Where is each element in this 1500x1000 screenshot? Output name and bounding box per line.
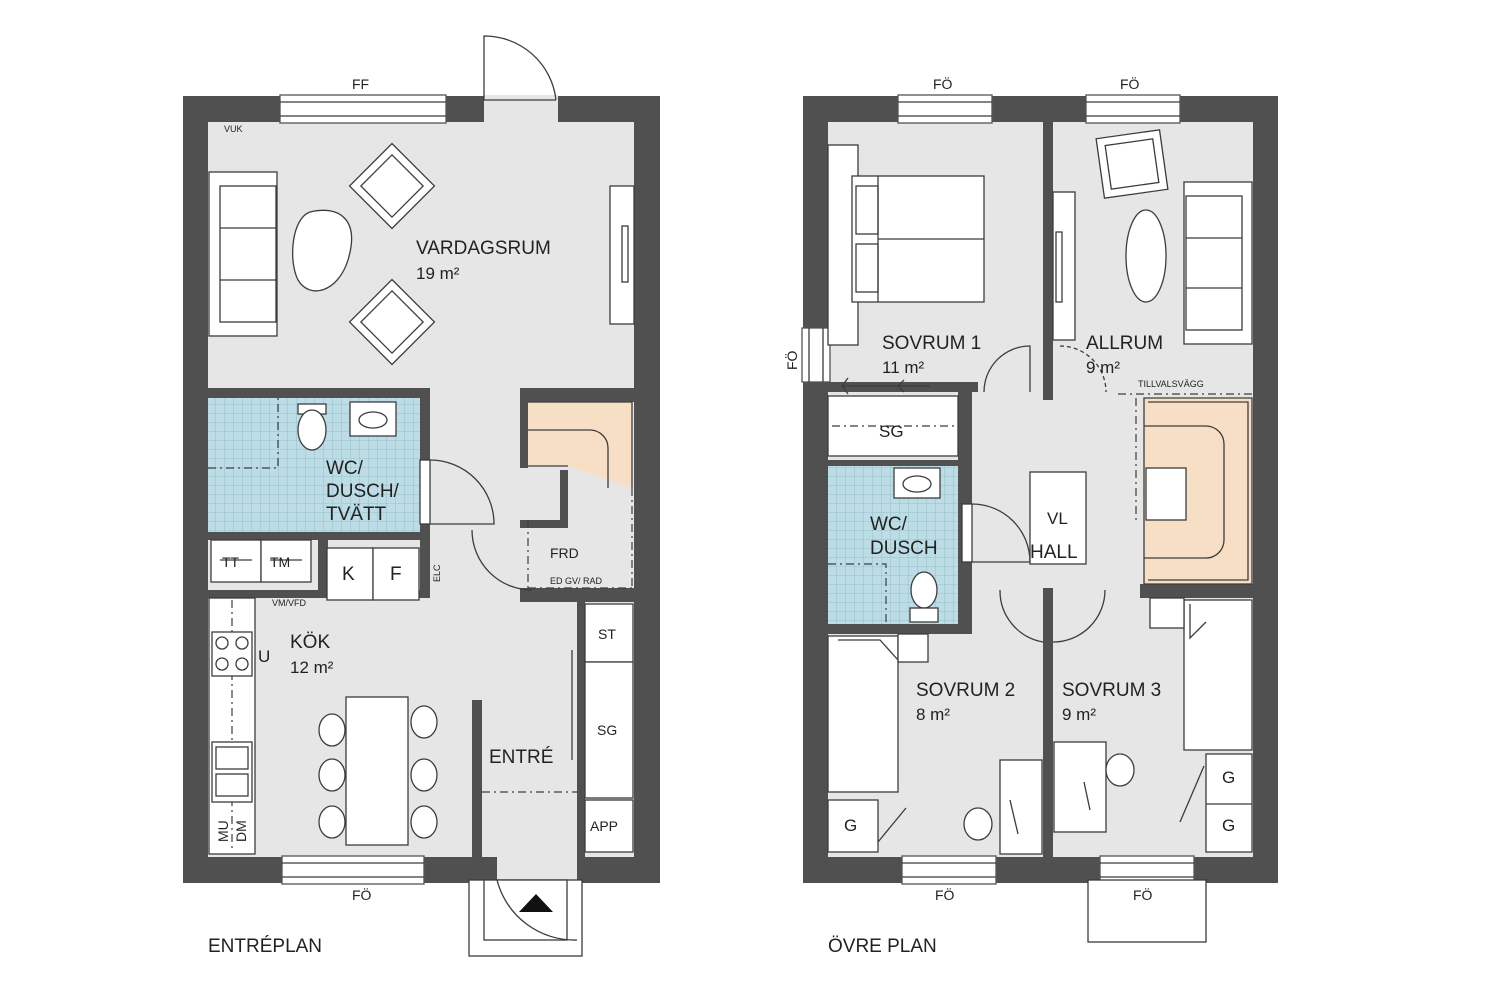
vm-vfd-label: VM/VFD bbox=[272, 598, 307, 608]
frd-label: FRD bbox=[550, 545, 579, 561]
window-label-fo-top-right: FÖ bbox=[1120, 75, 1140, 92]
room-sovrum3: SOVRUM 3 bbox=[1062, 680, 1161, 701]
window-label-fo-bottom-left: FÖ bbox=[935, 886, 955, 903]
label-f: F bbox=[390, 564, 402, 585]
window-label-fo-side: FÖ bbox=[783, 350, 800, 370]
room-wc-line1: WC/ bbox=[326, 458, 364, 479]
room-wc-upper-line2: DUSCH bbox=[870, 538, 938, 559]
desk-icon bbox=[999, 759, 1043, 855]
armchair-upper bbox=[1095, 129, 1169, 199]
area-kok: 12 m² bbox=[290, 658, 334, 677]
elc-label: ELC bbox=[432, 564, 442, 582]
balcony-icon bbox=[1087, 879, 1207, 943]
coffee-table-icon bbox=[292, 209, 353, 292]
entrance-opening bbox=[497, 856, 577, 884]
dining-table-icon bbox=[345, 696, 409, 846]
coffee-table-upper bbox=[1125, 209, 1167, 303]
chairs bbox=[318, 705, 438, 839]
room-wc-line2: DUSCH/ bbox=[326, 481, 400, 502]
vl-box bbox=[1029, 471, 1087, 565]
window-label-fo-top-left: FÖ bbox=[933, 75, 953, 92]
wall-living-bath bbox=[208, 388, 428, 398]
area-sovrum2: 8 m² bbox=[916, 705, 950, 724]
label-g-sovrum3-top: G bbox=[1222, 768, 1235, 787]
area-vardagsrum: 19 m² bbox=[416, 264, 460, 283]
toilet-icon bbox=[297, 409, 327, 451]
entreplan bbox=[183, 35, 660, 957]
room-wc-upper-line1: WC/ bbox=[870, 514, 908, 535]
room-hall: HALL bbox=[1030, 542, 1078, 563]
label-g-sovrum3-bottom: G bbox=[1222, 816, 1235, 835]
plan-title-entreplan: ENTRÉPLAN bbox=[208, 936, 322, 957]
single-bed-upper bbox=[1183, 599, 1253, 751]
window-label-fo: FÖ bbox=[352, 886, 372, 903]
label-tt: TT bbox=[222, 554, 240, 570]
label-u: U bbox=[258, 647, 270, 666]
room-vardagsrum: VARDAGSRUM bbox=[416, 238, 551, 259]
room-sovrum1: SOVRUM 1 bbox=[882, 333, 981, 354]
room-sovrum2: SOVRUM 2 bbox=[916, 680, 1015, 701]
area-sovrum3: 9 m² bbox=[1062, 705, 1096, 724]
label-app: APP bbox=[590, 818, 618, 834]
armchair-icon bbox=[348, 142, 436, 230]
window-label-fo-bottom-right: FÖ bbox=[1133, 886, 1153, 903]
entrance-arrow-icon bbox=[519, 894, 553, 912]
label-st: ST bbox=[598, 626, 616, 642]
ovre-plan bbox=[801, 94, 1278, 943]
area-sovrum1: 11 m² bbox=[882, 358, 925, 377]
room-allrum: ALLRUM bbox=[1086, 333, 1163, 354]
vuk-label: VUK bbox=[224, 124, 243, 134]
ed-gv-rad-label: ED GV/ RAD bbox=[550, 576, 603, 586]
label-tm: TM bbox=[270, 554, 290, 570]
plan-title-ovre: ÖVRE PLAN bbox=[828, 936, 937, 957]
room-entre: ENTRÉ bbox=[489, 747, 553, 768]
label-mu: MU bbox=[215, 820, 231, 842]
label-vl: VL bbox=[1047, 509, 1068, 528]
label-dm: DM bbox=[233, 820, 249, 842]
label-k: K bbox=[342, 564, 355, 585]
stair-entreplan bbox=[528, 402, 632, 466]
window-top bbox=[279, 94, 447, 124]
label-g-sovrum2: G bbox=[844, 816, 857, 835]
room-wc-line3: TVÄTT bbox=[326, 504, 387, 525]
tv-unit-icon bbox=[609, 185, 635, 325]
single-bed-icon bbox=[827, 635, 899, 793]
label-sg-upper: SG bbox=[879, 422, 904, 441]
label-sg: SG bbox=[597, 722, 617, 738]
armchair-icon bbox=[348, 278, 436, 366]
door-swing-top bbox=[483, 35, 557, 101]
door-opening-top bbox=[484, 95, 558, 123]
window-bottom bbox=[281, 855, 425, 885]
room-kok: KÖK bbox=[290, 632, 330, 653]
window-label-ff: FF bbox=[352, 76, 369, 92]
area-allrum: 9 m² bbox=[1086, 358, 1120, 377]
tillvalsvagg-label: TILLVALSVÄGG bbox=[1138, 379, 1204, 389]
